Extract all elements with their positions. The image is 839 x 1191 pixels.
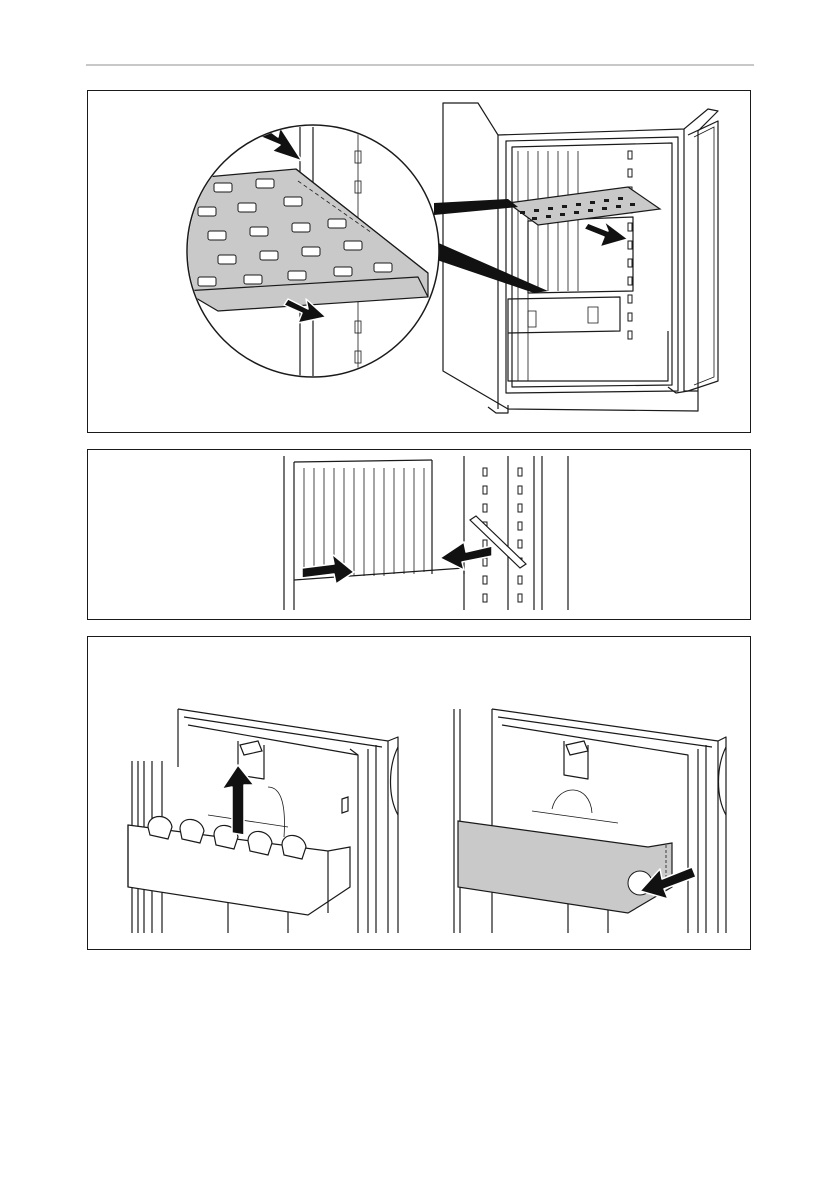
lift-up-arrow-icon: [222, 765, 254, 835]
figure-door-rack-removal: [87, 636, 751, 950]
cabinet-section: [284, 456, 568, 610]
drawer-cover-illustration: [88, 450, 752, 621]
squeeze-right-arrow-icon: [302, 554, 354, 584]
door-left: [128, 709, 398, 933]
door-right: [454, 709, 726, 933]
shelf-removal-illustration: [88, 91, 752, 434]
header-rule: [86, 64, 754, 66]
magnifier-detail: [184, 101, 439, 391]
door-rack-illustration: [88, 637, 752, 951]
door-rack-highlighted: [458, 821, 672, 913]
freezer-cabinet: [443, 103, 718, 413]
figure-shelf-removal: [87, 90, 751, 433]
shelf-small: [508, 187, 660, 247]
figure-drawer-cover-removal: [87, 449, 751, 620]
